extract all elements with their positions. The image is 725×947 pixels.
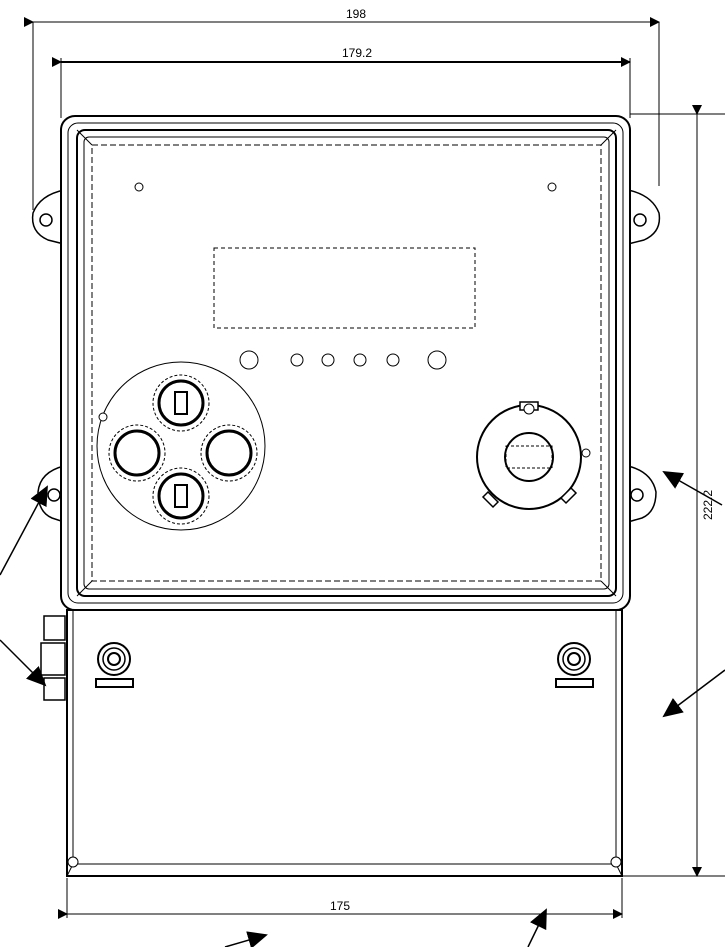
upper-housing xyxy=(60,115,631,611)
mounting-tab-bottom-left xyxy=(37,465,65,524)
annotation-arrow xyxy=(527,908,547,947)
keypad xyxy=(96,361,266,531)
screw-hole-top-right xyxy=(547,182,557,192)
indicator-led xyxy=(321,353,335,367)
seal-screw-right xyxy=(555,642,594,688)
seal-screw-left xyxy=(95,642,134,688)
dimension-bottom-width xyxy=(58,878,623,919)
lower-cover xyxy=(66,609,623,877)
annotation-arrow xyxy=(224,931,268,947)
overall-width-label: 198 xyxy=(346,7,366,21)
mounting-tab-top-left xyxy=(31,189,65,245)
annotation-arrow xyxy=(0,485,48,576)
indicator-led xyxy=(239,350,259,370)
down-button[interactable] xyxy=(152,467,210,525)
left-button[interactable] xyxy=(108,424,166,482)
mounting-tab-top-right xyxy=(627,189,661,245)
right-button[interactable] xyxy=(200,424,258,482)
indicator-led xyxy=(427,350,447,370)
body-width-label: 179.2 xyxy=(342,46,372,60)
indicator-led xyxy=(290,353,304,367)
bottom-width-label: 175 xyxy=(330,899,350,913)
height-label: 222.2 xyxy=(701,490,715,520)
up-button[interactable] xyxy=(152,374,210,432)
annotation-arrow xyxy=(662,471,723,506)
dimension-overall-width xyxy=(24,17,660,210)
annotation-arrow xyxy=(0,639,47,687)
dimension-body-width xyxy=(52,57,631,118)
annotation-arrows xyxy=(0,471,725,947)
annotation-arrow xyxy=(662,669,725,718)
mounting-tab-bottom-right xyxy=(627,465,657,523)
indicator-led xyxy=(353,353,367,367)
hinge-left xyxy=(40,615,66,701)
indicator-row xyxy=(239,350,447,370)
indicator-led xyxy=(386,353,400,367)
screw-hole-top-left xyxy=(134,182,144,192)
display-window xyxy=(213,247,476,329)
dimension-height xyxy=(622,105,725,877)
rotary-connector xyxy=(476,401,591,510)
